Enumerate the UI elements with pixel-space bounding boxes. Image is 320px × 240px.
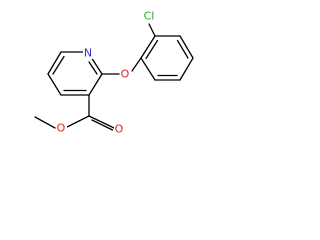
bond-phenyl-c1-c2-inner (145, 39, 159, 60)
molecule-structure: N O Cl O O (34, 10, 194, 136)
bond-pyridine-c4-c5 (47, 73, 62, 96)
bond-pyridine-n1-c2 (90, 56, 103, 75)
chlorine-label: Cl (144, 10, 155, 23)
bond-pyridine-c5-c6 (47, 51, 62, 75)
ring-nitrogen-label: N (84, 47, 92, 60)
bond-phenyl-c3-c4 (179, 35, 194, 59)
bond-phenyl-c1-c2 (140, 35, 156, 59)
label-mask-cl (140, 10, 158, 23)
label-mask-ester-o (56, 122, 67, 134)
bond-phenyl-c3-cl (148, 23, 156, 37)
bond-phenyl-c3-c4-inner (176, 39, 189, 59)
atom-labels: N O Cl O O (56, 10, 158, 136)
label-mask-ether-o (120, 68, 131, 80)
label-mask-carbonyl-o (114, 123, 125, 135)
bond-phenyl-c4-c5 (179, 57, 194, 81)
label-mask-n (83, 47, 94, 59)
bond-pyridine-c2-c3 (88, 73, 103, 96)
bond-carbonyl-c-o-double (88, 115, 115, 129)
bond-ester-o-methyl (34, 116, 56, 129)
bond-carbonyl-c-o-double-inner (91, 119, 114, 131)
bond-pyridine-c5-c6-inner (52, 55, 65, 75)
bond-pyridine-n1-c2-inner (88, 61, 98, 75)
ester-oxygen-label: O (57, 122, 66, 135)
bond-carbonyl-c-ester-o (66, 115, 90, 128)
ether-oxygen-label: O (121, 68, 130, 81)
bond-ether-o-phenyl (131, 57, 142, 72)
bonds (34, 23, 194, 131)
bond-phenyl-c6-c1 (140, 57, 156, 81)
carbonyl-oxygen-label: O (115, 123, 124, 136)
